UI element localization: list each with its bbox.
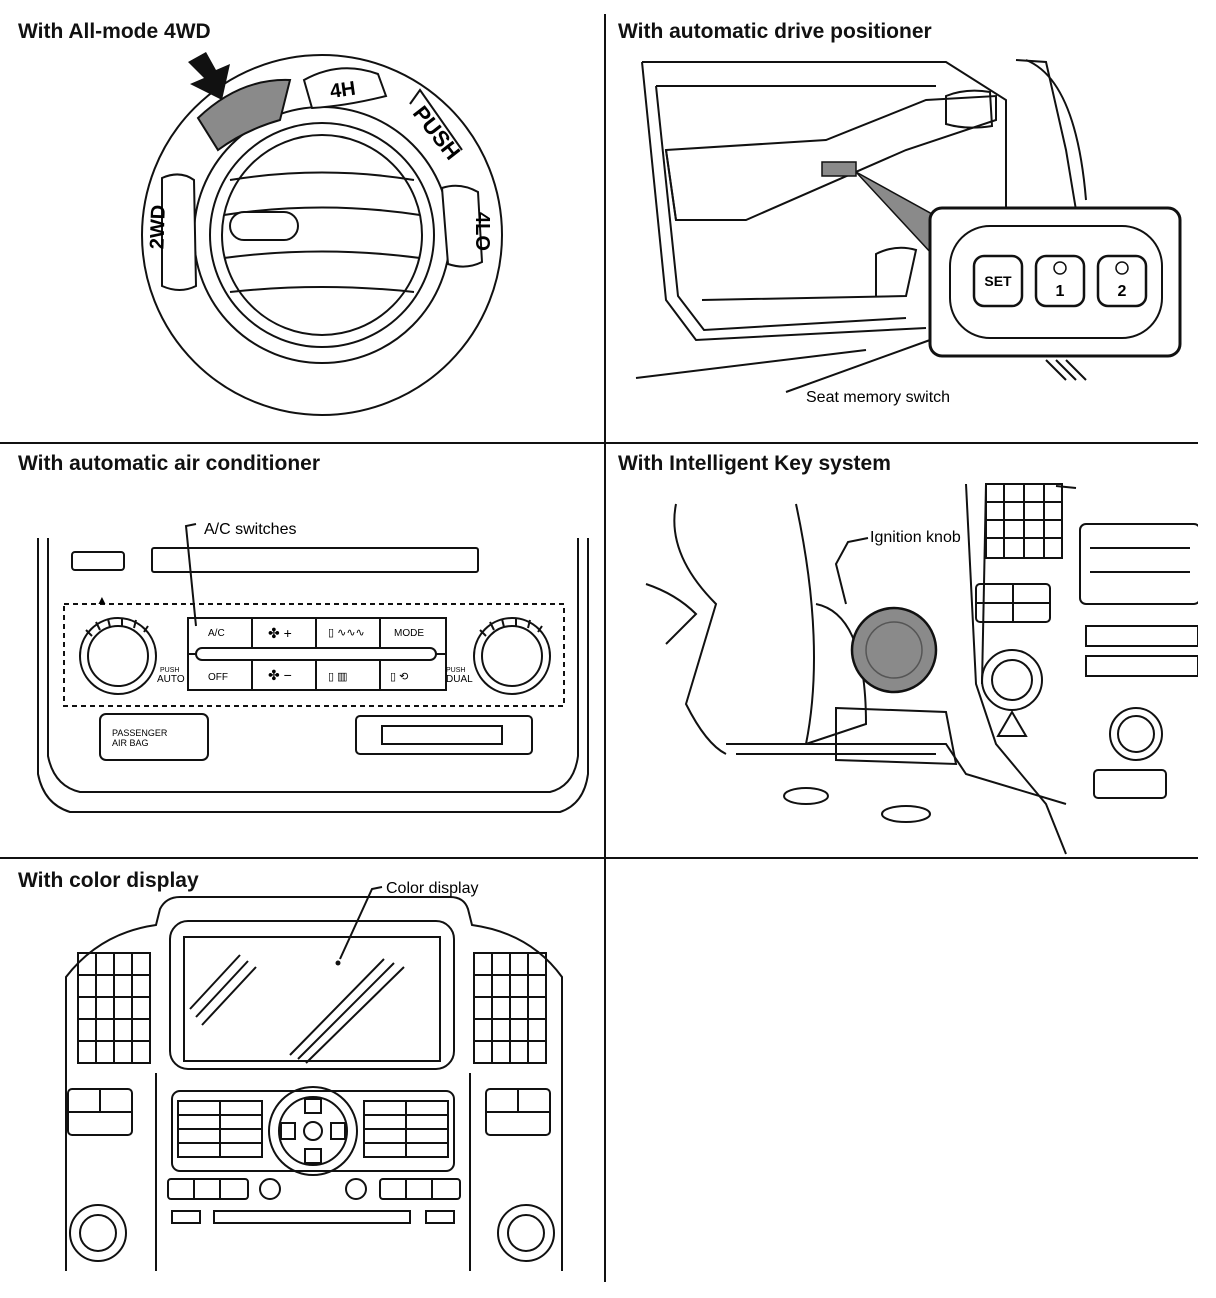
dual-button-label: DUAL bbox=[446, 674, 473, 685]
panel-intelligent-key: With Intelligent Key system bbox=[606, 444, 1198, 857]
memory-2-indicator bbox=[1115, 261, 1129, 275]
color-display-illustration: Color display bbox=[65, 880, 563, 1271]
auto-ac-illustration: ▲ A/C OFF MODE ✤ + ✤ − ▯ ∿∿∿ ▯ ▥ ▯ ⟲ PUS… bbox=[37, 521, 589, 813]
rear-defrost-icon: ▯ ▥ bbox=[328, 671, 348, 683]
push-right-label: PUSH bbox=[446, 667, 465, 674]
label-4h: 4H bbox=[329, 78, 357, 103]
panel-auto-ac: With automatic air conditioner bbox=[0, 444, 604, 857]
ignition-knob bbox=[850, 606, 938, 694]
2wd-button bbox=[161, 173, 198, 291]
memory-2-button[interactable] bbox=[1096, 254, 1148, 308]
label-push: PUSH bbox=[408, 101, 465, 165]
arrow-pointer-icon bbox=[188, 52, 230, 100]
mode-button-label: MODE bbox=[394, 628, 424, 639]
defrost-icon: ▯ ∿∿∿ bbox=[328, 627, 365, 639]
airbag-label-line2: AIR BAG bbox=[112, 738, 149, 748]
color-display-screen bbox=[183, 936, 441, 1062]
panel-title-allmode-4wd: With All-mode 4WD bbox=[18, 20, 211, 43]
airbag-label-line1: PASSENGER bbox=[112, 728, 168, 738]
switch-location-marker bbox=[821, 161, 857, 177]
off-button-label: OFF bbox=[208, 672, 228, 683]
highlighted-switch bbox=[196, 78, 292, 152]
cd-slot bbox=[151, 547, 479, 573]
panel-drive-positioner: With automatic drive positioner bbox=[606, 0, 1198, 442]
fan-up-icon: ✤ + bbox=[268, 625, 292, 641]
memory-2-label: 2 bbox=[1118, 283, 1127, 300]
set-button[interactable] bbox=[972, 254, 1024, 308]
push-left-label: PUSH bbox=[160, 667, 179, 674]
display-bezel bbox=[169, 920, 455, 1070]
dash-outline bbox=[65, 896, 563, 1271]
horizontal-divider-bottom bbox=[0, 857, 1198, 859]
auto-button-label: AUTO bbox=[157, 674, 185, 685]
horizontal-divider-top bbox=[0, 442, 1198, 444]
panel-title-color-display: With color display bbox=[18, 869, 199, 892]
fan-down-icon: ✤ − bbox=[268, 667, 292, 683]
allmode-4wd-illustration: 4H PUSH 2WD 4LO bbox=[141, 52, 503, 416]
callout-ignition-knob: Ignition knob bbox=[870, 529, 961, 546]
panel-title-intelligent-key: With Intelligent Key system bbox=[618, 452, 891, 475]
vertical-divider bbox=[604, 14, 606, 1282]
multi-function-controller bbox=[268, 1086, 358, 1176]
callout-ac-switches: A/C switches bbox=[204, 521, 296, 538]
door-outline bbox=[642, 61, 1007, 210]
eject-icon: ▲ bbox=[96, 593, 108, 607]
drive-positioner-illustration: SET 1 2 Seat memory switch bbox=[635, 59, 1182, 406]
console-outline bbox=[37, 538, 589, 813]
memory-1-indicator bbox=[1053, 261, 1067, 275]
dial-grip bbox=[229, 211, 299, 241]
panel-allmode-4wd: With All-mode 4WD 4H PUSH 2WD bbox=[0, 0, 604, 442]
door-handle bbox=[945, 89, 994, 129]
switch-bezel bbox=[141, 54, 503, 416]
ac-button-label: A/C bbox=[208, 628, 225, 639]
callout-seat-memory-switch: Seat memory switch bbox=[806, 389, 950, 406]
right-temp-knob bbox=[473, 617, 551, 695]
memory-1-button[interactable] bbox=[1034, 254, 1086, 308]
audio-knob bbox=[981, 649, 1043, 711]
panel-color-display: With color display bbox=[0, 859, 604, 1282]
4h-button bbox=[302, 67, 388, 110]
ac-switch-area bbox=[63, 603, 565, 707]
memory-1-label: 1 bbox=[1056, 283, 1065, 300]
intelligent-key-illustration: Ignition knob bbox=[645, 483, 1198, 855]
panel-title-auto-ac: With automatic air conditioner bbox=[18, 452, 320, 475]
recirculation-icon: ▯ ⟲ bbox=[390, 671, 408, 683]
eject-button bbox=[71, 551, 125, 571]
passenger-airbag-indicator bbox=[99, 713, 209, 761]
4lo-button bbox=[440, 184, 484, 268]
label-4lo: 4LO bbox=[471, 212, 493, 251]
hazard-icon bbox=[996, 710, 1028, 737]
zoom-wedge bbox=[855, 171, 933, 256]
enter-button bbox=[303, 1121, 323, 1141]
callout-color-display: Color display bbox=[386, 880, 478, 897]
panel-title-drive-positioner: With automatic drive positioner bbox=[618, 20, 932, 43]
armrest bbox=[664, 94, 997, 221]
label-2wd: 2WD bbox=[146, 204, 170, 249]
left-temp-knob bbox=[79, 617, 157, 695]
set-button-label: SET bbox=[984, 273, 1012, 289]
